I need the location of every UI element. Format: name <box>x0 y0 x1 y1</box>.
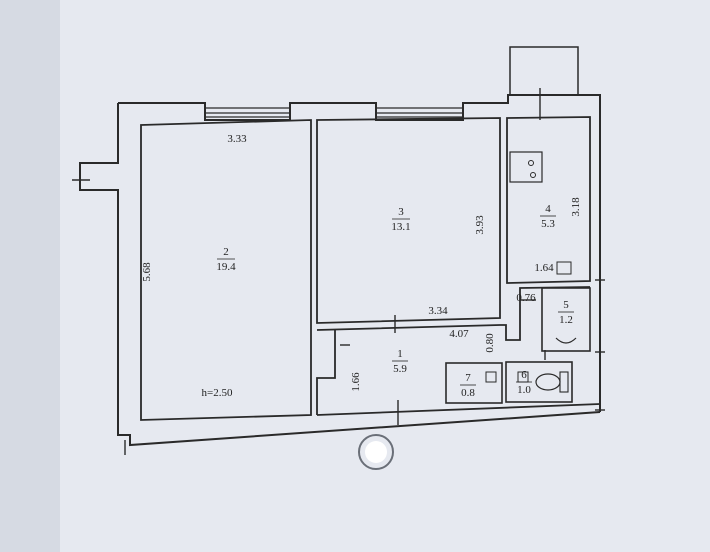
kitchen-sink <box>556 261 572 275</box>
room-2-outline <box>140 119 312 421</box>
room-2-area: 19.4 <box>216 261 236 273</box>
room-6-outline <box>505 361 573 403</box>
dim-1-66: 1.66 <box>350 372 362 392</box>
dim-0-80: 0.80 <box>484 333 496 353</box>
room-7-outline <box>445 362 503 404</box>
room-1-bottom-wall <box>316 403 601 416</box>
stove <box>509 151 543 183</box>
door-ticks <box>72 88 605 455</box>
room-7-area: 0.8 <box>461 387 475 399</box>
dim-1-64: 1.64 <box>534 262 554 274</box>
room-5-outline <box>541 287 591 352</box>
room-1-top-wall <box>316 286 591 341</box>
stove-burner <box>528 160 534 166</box>
dim-4-07: 4.07 <box>449 328 469 340</box>
balcony <box>509 46 579 96</box>
paper-sheet <box>60 0 710 552</box>
room-5-number: 5 <box>563 299 569 311</box>
room-3-number: 3 <box>398 206 404 218</box>
room-3-area: 13.1 <box>391 221 410 233</box>
room-4-outline <box>506 116 591 284</box>
room-1-left-wall <box>316 330 336 415</box>
dimension-labels: 3.33 5.68 3.93 3.34 3.18 1.64 0.76 4.07 … <box>141 133 582 399</box>
windows-top <box>205 107 463 118</box>
room-1-area: 5.9 <box>393 363 407 375</box>
room-5-area: 1.2 <box>559 314 573 326</box>
dim-5-68: 5.68 <box>141 262 153 282</box>
room-2-number: 2 <box>223 246 229 258</box>
room-labels: 2 19.4 3 13.1 4 5.3 1 5.9 5 1.2 7 0.8 6 … <box>216 203 574 399</box>
dim-0-76: 0.76 <box>516 292 536 304</box>
stove-burner <box>530 172 536 178</box>
room-6-area: 1.0 <box>517 384 531 396</box>
dim-3-18: 3.18 <box>570 197 582 217</box>
dim-3-33: 3.33 <box>227 133 247 145</box>
ceiling-height: h=2.50 <box>202 387 233 399</box>
room-3-outline <box>316 117 501 324</box>
entrance-marker-inner <box>365 441 387 463</box>
dim-3-93: 3.93 <box>474 215 486 235</box>
room-4-number: 4 <box>545 203 551 215</box>
room-4-area: 5.3 <box>541 218 555 230</box>
room-6-number: 6 <box>521 369 527 381</box>
dim-3-34: 3.34 <box>428 305 448 317</box>
wall-left-bottom-outer <box>79 103 601 447</box>
washbasin <box>555 337 577 344</box>
room-1-number: 1 <box>397 348 403 360</box>
entrance-marker <box>358 434 394 470</box>
floor-drain <box>485 371 497 383</box>
room-7-number: 7 <box>465 372 471 384</box>
toilet-tank <box>559 371 569 393</box>
